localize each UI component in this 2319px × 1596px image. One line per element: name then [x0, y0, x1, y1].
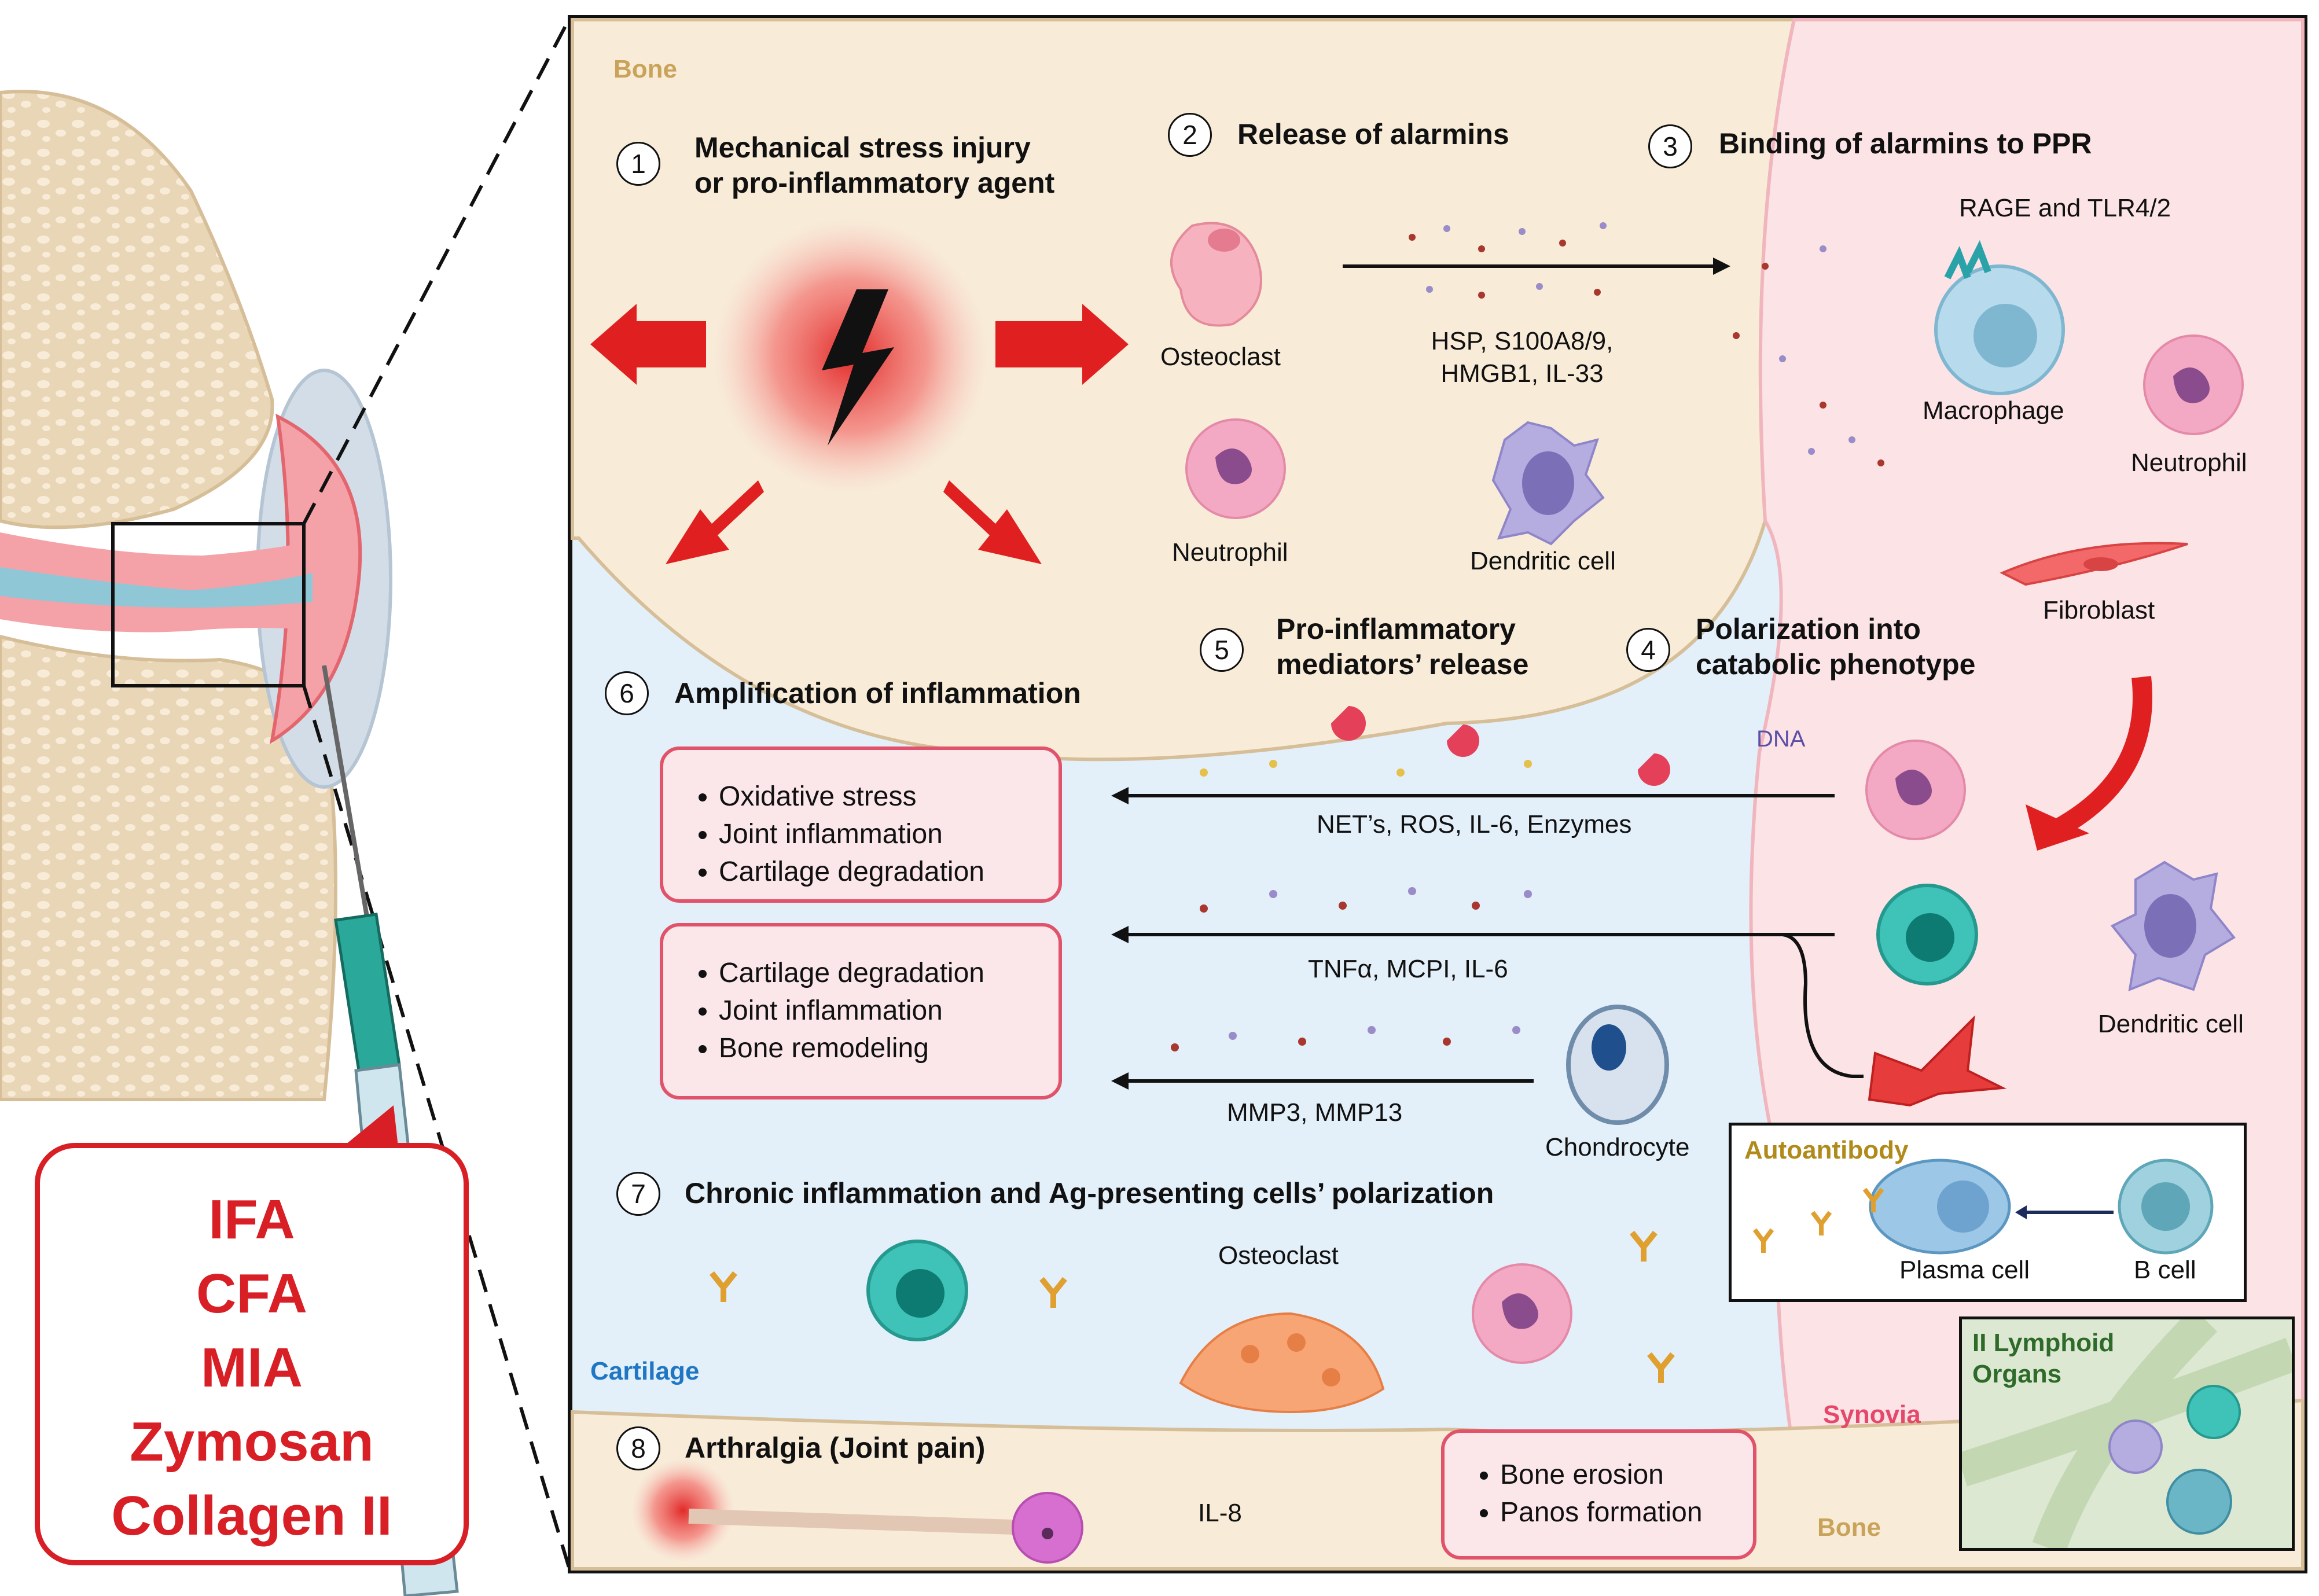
mediator-particles — [1171, 706, 1670, 1051]
chondrocyte-label: Chondrocyte — [1545, 1133, 1690, 1161]
neuron-icon — [631, 1458, 1083, 1564]
green-dendritic-right-icon — [1876, 884, 1978, 985]
effect-box-1-item: Joint inflammation — [719, 815, 1059, 853]
effect-box-3-item: Bone erosion — [1500, 1456, 1753, 1494]
alarmins-label-line1: HSP, S100A8/9, — [1431, 327, 1614, 355]
model-item: MIA — [201, 1337, 303, 1399]
effect-box-1-item: Cartilage degradation — [719, 853, 1059, 891]
dna-neutrophil-icon — [1865, 740, 1966, 840]
chondrocyte-icon — [1566, 1005, 1669, 1125]
alarmins-label: HSP, S100A8/9, HMGB1, IL-33 — [1424, 325, 1620, 390]
region-bone-bottom: Bone — [1817, 1513, 1881, 1542]
osteoclast-bottom-icon — [1179, 1312, 1385, 1414]
step-7-title: Chronic inflammation and Ag-presenting c… — [685, 1177, 1494, 1209]
dendritic-right-label: Dendritic cell — [2098, 1010, 2244, 1038]
injury-burst-icon — [712, 217, 990, 495]
autoantibody-title: Autoantibody — [1744, 1136, 1909, 1164]
dendritic-top-label: Dendritic cell — [1470, 547, 1616, 575]
step-6-number: 6 — [605, 671, 649, 715]
osteoclast-top-icon — [1170, 222, 1262, 327]
step-1-title-line2: or pro-inflammatory agent — [694, 167, 1055, 199]
autoantibody-illustration — [1752, 1159, 2214, 1255]
step-1-number: 1 — [616, 142, 660, 186]
autoantibody-inset: Autoantibody Plasma cell B cell — [1729, 1123, 2247, 1302]
step-3-number: 3 — [1648, 124, 1692, 168]
step-4-title: Polarization into catabolic phenotype — [1696, 612, 1975, 682]
step-5-title-line2: mediators’ release — [1276, 648, 1529, 681]
lymphoid-title-line1: II Lymphoid — [1972, 1329, 2115, 1357]
step-8-title: Arthralgia (Joint pain) — [685, 1432, 986, 1464]
model-item: Zymosan — [130, 1411, 374, 1473]
neutrophil-right-label: Neutrophil — [2131, 448, 2247, 477]
zoom-box — [111, 522, 306, 687]
receptors-label: RAGE and TLR4/2 — [1959, 194, 2171, 222]
region-synovia: Synovia — [1823, 1400, 1921, 1429]
step-8-number: 8 — [616, 1426, 660, 1470]
lymphoid-title: II Lymphoid Organs — [1972, 1327, 2114, 1390]
nets-label: NET’s, ROS, IL-6, Enzymes — [1317, 810, 1632, 839]
model-item: CFA — [196, 1263, 307, 1325]
step-4-title-line1: Polarization into — [1696, 613, 1921, 645]
dna-label: DNA — [1756, 726, 1806, 752]
osteoclast-top-label: Osteoclast — [1160, 343, 1281, 371]
effect-box-1-item: Oxidative stress — [719, 778, 1059, 815]
mmp-label: MMP3, MMP13 — [1227, 1098, 1403, 1127]
step-4-title-line2: catabolic phenotype — [1696, 648, 1976, 681]
lymphoid-title-line2: Organs — [1972, 1360, 2062, 1388]
neutrophil-left-label: Neutrophil — [1172, 538, 1288, 567]
fibroblast-label: Fibroblast — [2043, 596, 2155, 624]
neutrophil-bottom-icon — [1472, 1263, 1572, 1364]
dendritic-top-icon — [1491, 421, 1605, 546]
effect-box-2: Cartilage degradation Joint inflammation… — [660, 923, 1062, 1099]
il8-label: IL-8 — [1198, 1499, 1242, 1527]
step-1-title-line1: Mechanical stress injury — [694, 131, 1031, 164]
effect-box-2-item: Bone remodeling — [719, 1029, 1059, 1067]
joint-illustration — [0, 16, 572, 1572]
green-dendritic-bottom-icon — [866, 1240, 968, 1341]
neutrophil-right-icon — [2143, 334, 2244, 435]
model-item: Collagen II — [111, 1485, 392, 1547]
step-2-number: 2 — [1168, 113, 1212, 157]
macrophage-label: Macrophage — [1923, 396, 2064, 425]
alarmin-particles — [1409, 222, 1884, 466]
macrophage-icon — [1934, 240, 2065, 395]
tnf-label: TNFα, MCPI, IL-6 — [1308, 955, 1508, 983]
step-5-title-line1: Pro-inflammatory — [1276, 613, 1516, 645]
red-arrows — [590, 304, 2152, 851]
region-cartilage: Cartilage — [590, 1357, 700, 1385]
lymphoid-inset: II Lymphoid Organs — [1959, 1316, 2295, 1551]
b-cell-label: B cell — [2134, 1256, 2196, 1284]
effect-box-2-item: Cartilage degradation — [719, 954, 1059, 992]
models-callout: IFA CFA MIA Zymosan Collagen II — [35, 1143, 469, 1565]
step-5-title: Pro-inflammatory mediators’ release — [1276, 612, 1528, 682]
fibroblast-icon — [2000, 542, 2188, 586]
effect-box-1: Oxidative stress Joint inflammation Cart… — [660, 746, 1062, 903]
effect-box-3: Bone erosion Panos formation — [1441, 1429, 1756, 1560]
step-5-number: 5 — [1200, 628, 1244, 672]
lymphoid-illustration — [1962, 1319, 2292, 1548]
model-item: IFA — [208, 1189, 295, 1251]
effect-box-2-item: Joint inflammation — [719, 992, 1059, 1029]
antibody-icons — [710, 1230, 1675, 1383]
step-4-number: 4 — [1626, 628, 1670, 672]
red-fibroblast-icon — [1868, 1015, 2007, 1107]
dendritic-right-icon — [2110, 860, 2236, 992]
step-7-number: 7 — [616, 1172, 660, 1216]
plasma-cell-label: Plasma cell — [1899, 1256, 2030, 1284]
effect-box-3-item: Panos formation — [1500, 1494, 1753, 1531]
region-bone-top: Bone — [613, 55, 677, 83]
osteoclast-bottom-label: Osteoclast — [1218, 1241, 1339, 1270]
alarmins-label-line2: HMGB1, IL-33 — [1440, 359, 1604, 388]
step-2-title: Release of alarmins — [1237, 118, 1509, 150]
step-3-title: Binding of alarmins to PPR — [1719, 127, 2092, 160]
mediator-arrows — [1111, 258, 1864, 1090]
step-1-title: Mechanical stress injury or pro-inflamma… — [694, 130, 1054, 201]
step-6-title: Amplification of inflammation — [674, 677, 1081, 709]
neutrophil-left-icon — [1185, 418, 1286, 519]
